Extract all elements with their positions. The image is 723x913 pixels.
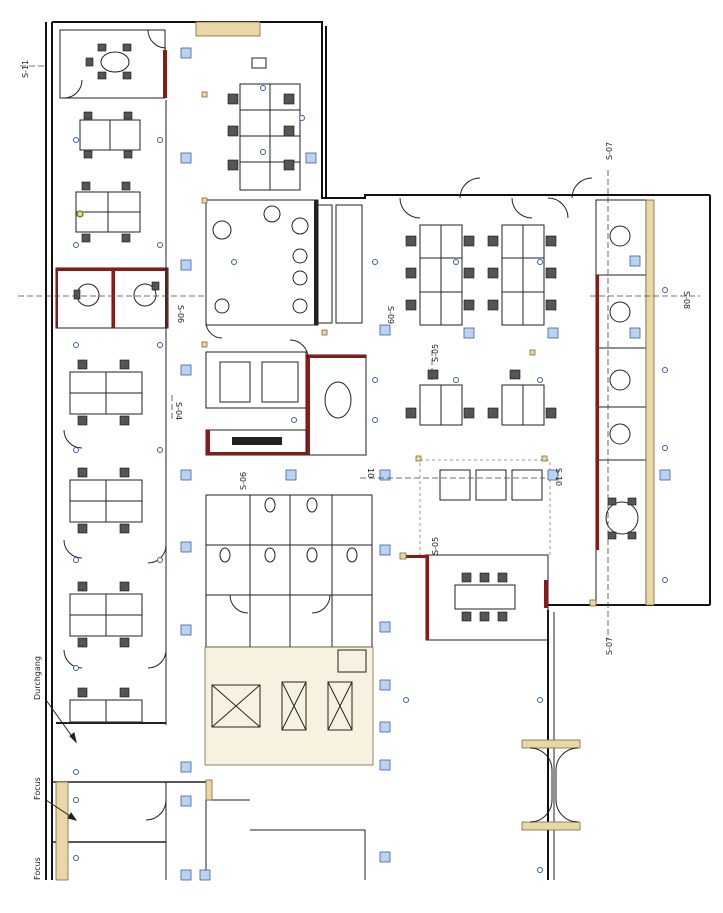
- direction-arrows: [45, 699, 78, 821]
- building-core: [204, 646, 374, 766]
- desk-block-right-a: [405, 224, 475, 326]
- desk-block-right-c: [405, 369, 475, 426]
- column-markers: [201, 91, 597, 607]
- meeting-rooms-middle: [205, 351, 367, 456]
- section-mark-s10-right: S-10: [554, 468, 563, 486]
- section-mark-s10-left: 10: [366, 468, 375, 478]
- section-mark-s09: S-09: [386, 306, 395, 324]
- desk-block-right-b: [487, 224, 557, 326]
- door-swings: [63, 29, 593, 669]
- zone-label-focus-2: Focus: [33, 857, 42, 880]
- meeting-room-right-lower: [400, 554, 549, 641]
- sprinkler-dots: [73, 85, 668, 873]
- left-corridor-wall: [147, 100, 167, 725]
- section-mark-s06-left: S-06: [239, 472, 248, 490]
- small-offices-left: [55, 267, 169, 329]
- desk-cluster-5: [69, 581, 143, 648]
- desk-cluster-6: [56, 687, 166, 724]
- desk-cluster-1: [79, 111, 141, 159]
- zone-label-focus-1: Focus: [33, 777, 42, 800]
- desk-block-right-d: [487, 369, 557, 426]
- section-mark-s05: S-05: [431, 344, 440, 362]
- pantry-room: [205, 199, 363, 326]
- section-mark-s07-top: S-07: [605, 142, 614, 160]
- right-offices: [595, 199, 655, 606]
- ceiling-fixtures: [180, 47, 671, 881]
- section-mark-s05-lower: S-05: [431, 537, 440, 555]
- section-mark-s11: S-11: [21, 60, 30, 78]
- zone-label-durchgang: Durchgang: [33, 656, 42, 700]
- bottom-left-rooms: [52, 779, 366, 881]
- section-mark-s04: S-04: [174, 402, 183, 420]
- desk-cluster-2: [75, 181, 141, 243]
- meeting-room-top-left: [59, 29, 167, 99]
- desk-cluster-4: [69, 467, 143, 534]
- section-mark-s07-bottom: S-07: [605, 637, 614, 655]
- lobby-doors: [521, 739, 581, 831]
- section-lines: [18, 65, 700, 640]
- lounge-area: [419, 459, 551, 556]
- section-mark-s08: S-08: [682, 291, 691, 309]
- desk-block-top-center: [195, 21, 301, 191]
- toilets: [205, 494, 373, 648]
- desk-cluster-3: [69, 359, 143, 426]
- section-mark-s06: S-06: [176, 305, 185, 323]
